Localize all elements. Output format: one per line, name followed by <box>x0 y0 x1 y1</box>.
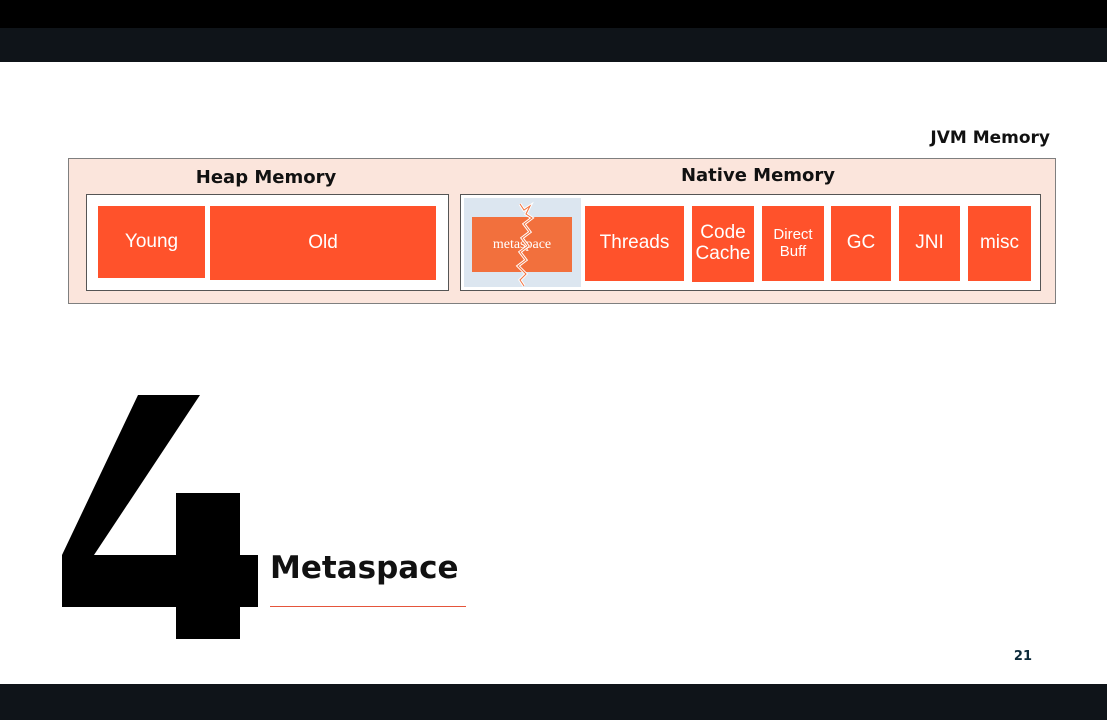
misc-block: misc <box>968 206 1031 281</box>
old-gen-block: Old <box>210 206 436 280</box>
section-title: Metaspace <box>270 550 459 586</box>
code-cache-block: Code Cache <box>692 206 754 282</box>
jni-block: JNI <box>899 206 960 281</box>
young-gen-block: Young <box>98 206 205 278</box>
heap-memory-title: Heap Memory <box>195 167 337 188</box>
presentation-footer-bar <box>0 684 1107 720</box>
jvm-memory-title: JVM Memory <box>930 128 1050 148</box>
gc-block: GC <box>831 206 891 281</box>
direct-buffer-block: Direct Buff <box>762 206 824 281</box>
crack-icon <box>515 201 535 287</box>
section-number-4 <box>62 395 258 639</box>
section-title-underline <box>270 606 466 607</box>
metaspace-label: metaspace <box>492 236 552 252</box>
window-top-bar <box>0 0 1107 28</box>
presentation-header-bar <box>0 28 1107 62</box>
page-number: 21 <box>1013 649 1032 664</box>
native-memory-title: Native Memory <box>680 165 836 186</box>
threads-block: Threads <box>585 206 684 281</box>
